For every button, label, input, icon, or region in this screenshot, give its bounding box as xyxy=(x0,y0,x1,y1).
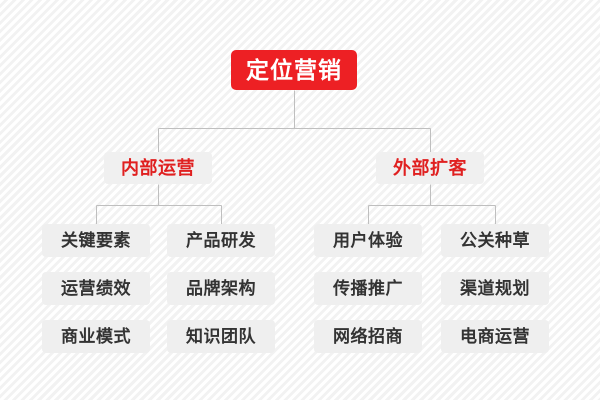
leaf-node[interactable]: 电商运营 xyxy=(441,320,549,353)
root-node[interactable]: 定位营销 xyxy=(231,50,357,90)
leaf-node-label: 网络招商 xyxy=(333,327,403,346)
leaf-node[interactable]: 公关种草 xyxy=(441,224,549,257)
leaf-node-label: 运营绩效 xyxy=(61,279,131,298)
leaf-node[interactable]: 商业模式 xyxy=(42,320,150,353)
leaf-node-label: 传播推广 xyxy=(333,279,403,298)
branch-node-external-expansion[interactable]: 外部扩客 xyxy=(376,152,484,184)
branch-node-internal-operations[interactable]: 内部运营 xyxy=(104,152,212,184)
leaf-node[interactable]: 关键要素 xyxy=(42,224,150,257)
leaf-node-label: 公关种草 xyxy=(460,231,530,250)
leaf-node-label: 商业模式 xyxy=(61,327,131,346)
branch-node-label: 外部扩客 xyxy=(393,158,467,178)
leaf-node-label: 知识团队 xyxy=(186,327,256,346)
leaf-node-label: 产品研发 xyxy=(186,231,256,250)
branch-node-label: 内部运营 xyxy=(121,158,195,178)
leaf-node[interactable]: 网络招商 xyxy=(314,320,422,353)
leaf-node-label: 用户体验 xyxy=(333,231,403,250)
leaf-node[interactable]: 渠道规划 xyxy=(441,272,549,305)
leaf-node-label: 关键要素 xyxy=(61,231,131,250)
leaf-node[interactable]: 产品研发 xyxy=(167,224,275,257)
leaf-node[interactable]: 运营绩效 xyxy=(42,272,150,305)
leaf-node[interactable]: 用户体验 xyxy=(314,224,422,257)
leaf-node-label: 品牌架构 xyxy=(186,279,256,298)
root-node-label: 定位营销 xyxy=(246,56,342,83)
leaf-node[interactable]: 传播推广 xyxy=(314,272,422,305)
leaf-node[interactable]: 品牌架构 xyxy=(167,272,275,305)
leaf-node-label: 渠道规划 xyxy=(460,279,530,298)
leaf-node[interactable]: 知识团队 xyxy=(167,320,275,353)
leaf-node-label: 电商运营 xyxy=(460,327,530,346)
